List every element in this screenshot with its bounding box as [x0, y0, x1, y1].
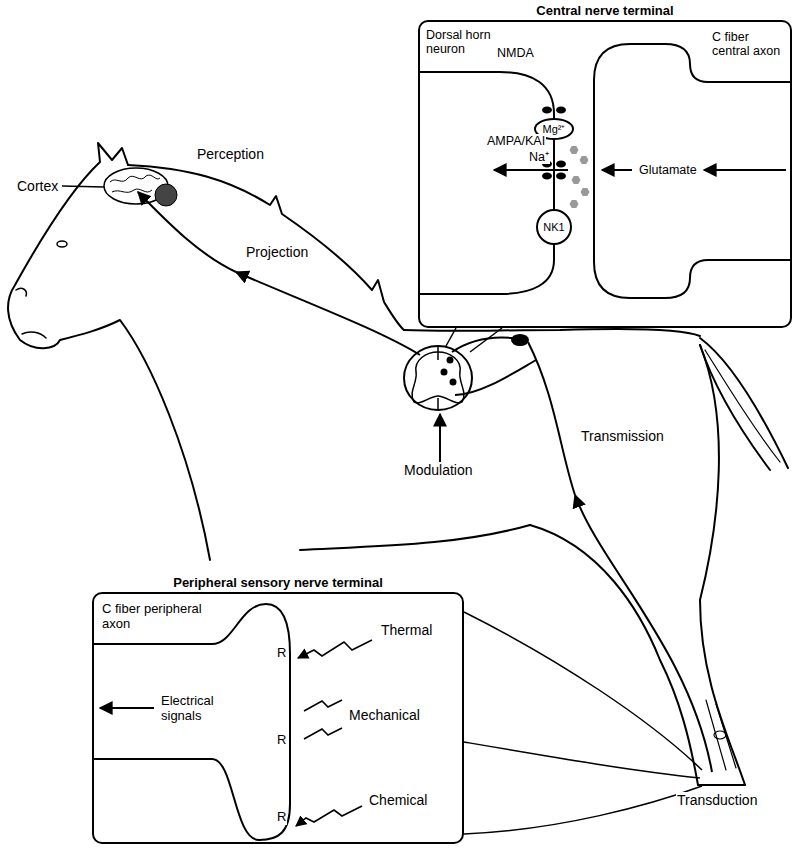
node-label: C fiber peripheral axon [102, 602, 216, 632]
part-label: Perception [196, 146, 265, 162]
receptor-circle: NK1 [536, 209, 572, 245]
part-label: Modulation [403, 462, 474, 478]
node-label: NK1 [536, 209, 572, 245]
panel-box: Central nerve terminalDorsal horn neuron… [418, 20, 792, 328]
spinal-cord [404, 335, 536, 410]
panel-heading: Central nerve terminal [420, 3, 790, 18]
part-label: R [276, 810, 287, 825]
neuron-outline: Dorsal horn neuron [420, 22, 560, 322]
signal-label: Electrical signals [160, 694, 232, 724]
neuron-outline-shape [420, 22, 560, 322]
panel-heading: Peripheral sensory nerve terminal [94, 575, 462, 590]
part-label: Thermal [380, 622, 433, 638]
part-label: Projection [245, 244, 309, 260]
part-label: Cortex [16, 178, 59, 194]
node-label: Dorsal horn neuron [426, 28, 500, 57]
part-label: NMDA [496, 46, 535, 60]
part-label: Transmission [580, 428, 665, 444]
part-label: Chemical [368, 792, 428, 808]
node-label: C fiber central axon [712, 30, 786, 59]
part-label: R [276, 733, 287, 748]
part-label: Glutamate [638, 163, 698, 177]
part-label: AMPA/KAI [486, 134, 546, 148]
part-label: R [276, 646, 287, 661]
callout-leaders [446, 328, 702, 834]
part-label: Mechanical [348, 707, 421, 723]
brain-drawing [104, 168, 177, 206]
part-label: Na⁺ [528, 150, 550, 164]
part-label: Transduction [676, 792, 758, 808]
leader-line [62, 186, 104, 187]
